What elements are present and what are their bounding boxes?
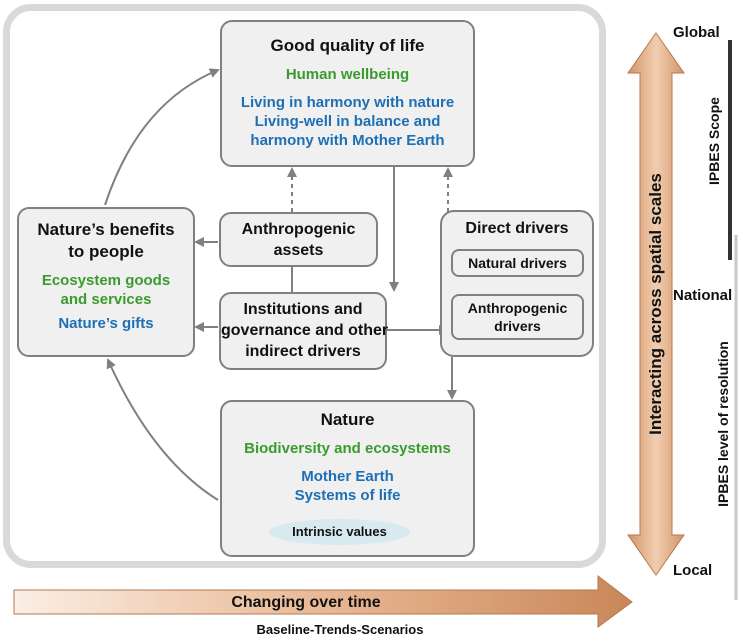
natures-gifts-label: Nature’s gifts (58, 315, 154, 332)
main-framework-frame (3, 4, 606, 568)
national-label: National (673, 287, 733, 304)
time-arrow-sublabel: Baseline-Trends-Scenarios (256, 622, 424, 637)
anthropogenic-assets-box: Anthropogenic assets (219, 212, 378, 267)
benefits-green-line-2: and services (60, 291, 152, 308)
institutions-box: Institutions and governance and other in… (219, 292, 389, 370)
anthropogenic-drivers-line-1: Anthropogenic (467, 300, 568, 316)
institutions-line-2: governance and other (221, 322, 389, 339)
good-quality-blue-line-3: harmony with Mother Earth (250, 132, 445, 149)
intrinsic-values-label: Intrinsic values (292, 524, 387, 539)
arrow-nature-to-benefits (106, 358, 219, 501)
benefits-title-line-2: to people (68, 242, 144, 261)
nature-title: Nature (320, 410, 375, 429)
good-quality-of-life-box: Good quality of life Human wellbeing Liv… (220, 20, 475, 167)
anthropogenic-drivers-line-2: drivers (494, 318, 541, 334)
natures-benefits-box: Nature’s benefits to people Ecosystem go… (17, 207, 195, 357)
intrinsic-values-ellipse: Intrinsic values (269, 519, 410, 545)
direct-drivers-title: Direct drivers (465, 220, 569, 237)
benefits-green-line-1: Ecosystem goods (41, 272, 171, 289)
scale-arrow-label: Interacting across spatial scales (646, 173, 665, 435)
time-arrow-shape (13, 574, 633, 628)
ipbes-resolution-label: IPBES level of resolution (715, 341, 731, 507)
natural-drivers-box: Natural drivers (451, 249, 584, 277)
institutions-line-1: Institutions and (243, 301, 363, 318)
human-wellbeing-label: Human wellbeing (285, 66, 410, 83)
nature-blue-line-2: Systems of life (294, 487, 401, 504)
good-quality-title: Good quality of life (270, 36, 425, 55)
ipbes-scope-label: IPBES Scope (706, 97, 722, 185)
good-quality-blue-line-1: Living in harmony with nature (240, 94, 455, 111)
institutions-line-3: indirect drivers (245, 343, 361, 360)
global-label: Global (673, 24, 720, 41)
assets-title-line-1: Anthropogenic (241, 221, 356, 238)
benefits-title-line-1: Nature’s benefits (37, 220, 175, 239)
biodiversity-label: Biodiversity and ecosystems (244, 440, 451, 457)
natural-drivers-label: Natural drivers (468, 255, 567, 271)
good-quality-blue-line-2: Living-well in balance and (254, 113, 441, 130)
local-label: Local (673, 562, 713, 579)
anthropogenic-drivers-box: Anthropogenic drivers (451, 294, 584, 340)
assets-title-line-2: assets (273, 242, 324, 259)
arrow-benefits-to-goodlife (104, 68, 220, 206)
time-arrow-label: Changing over time (231, 594, 381, 611)
scale-arrow-shape (627, 32, 685, 576)
nature-blue-line-1: Mother Earth (301, 468, 394, 485)
